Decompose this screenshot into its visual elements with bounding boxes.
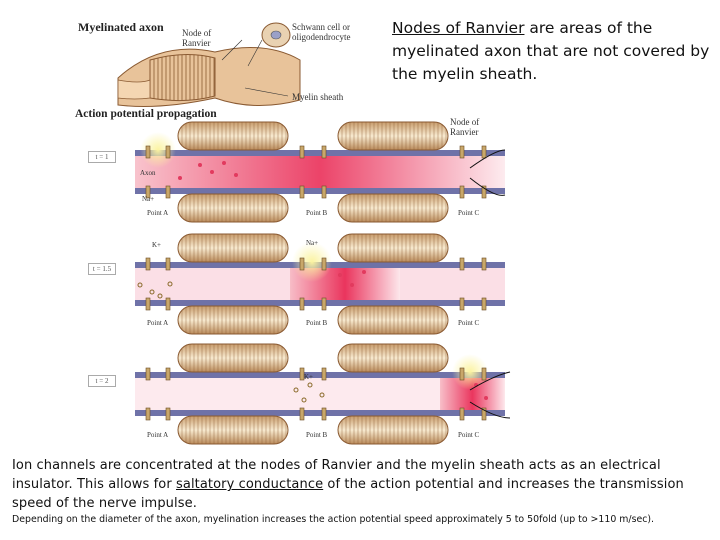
point-b-label-2: Point B <box>306 319 328 327</box>
body-part1: Ion channels are concentrated at the nod… <box>12 458 661 492</box>
point-b-label-3: Point B <box>306 431 328 439</box>
point-a-label: Point A <box>147 209 169 217</box>
myelin-sheath-label: Myelin sheath <box>292 92 344 102</box>
intro-text: Nodes of Ranvier are areas of the myelin… <box>392 17 712 86</box>
time-label-3: t = 2 <box>88 375 116 387</box>
point-c-label: Point C <box>458 209 480 217</box>
footnote: Depending on the diameter of the axon, m… <box>12 514 655 525</box>
point-a-label-3: Point A <box>147 431 169 439</box>
sodium-label-2: Na+ <box>306 239 319 247</box>
node-of-ranvier-label: Node of Ranvier <box>182 28 212 48</box>
axon-label: Axon <box>140 169 156 177</box>
potassium-label-2: K+ <box>304 373 314 381</box>
body-part2: of the action potential and increases th… <box>12 477 684 511</box>
myelinated-axon-figure <box>117 22 511 445</box>
potassium-label: K+ <box>152 241 162 249</box>
point-a-label-2: Point A <box>147 319 169 327</box>
time-label-2: t = 1.5 <box>88 263 116 275</box>
ion-channels <box>145 145 487 421</box>
panel-t1 <box>135 121 505 223</box>
node-of-ranvier-label-2: Node of Ranvier <box>450 117 480 137</box>
point-c-label-3: Point C <box>458 431 480 439</box>
myelinated-axon-illustration <box>117 22 301 107</box>
intro-rest: are areas of the myelinated axon that ar… <box>392 19 710 83</box>
sodium-ions <box>178 161 488 400</box>
panel-t2 <box>135 343 505 445</box>
panel-t1-5 <box>135 233 505 335</box>
current-arrows <box>469 149 511 419</box>
nodes-of-ranvier-term: Nodes of Ranvier <box>392 19 525 37</box>
sodium-label: Na+ <box>142 195 155 203</box>
section-title: Action potential propagation <box>75 108 217 120</box>
schwann-cell-label: Schwann cell or oligodendrocyte <box>292 22 351 42</box>
figure-title: Myelinated axon <box>78 20 164 34</box>
time-label-1: t = 1 <box>88 151 116 163</box>
point-b-label: Point B <box>306 209 328 217</box>
saltatory-conductance-term: saltatory conductance <box>176 477 324 492</box>
potassium-ions <box>137 281 325 403</box>
point-c-label-2: Point C <box>458 319 480 327</box>
body-paragraph: Ion channels are concentrated at the nod… <box>12 456 712 513</box>
